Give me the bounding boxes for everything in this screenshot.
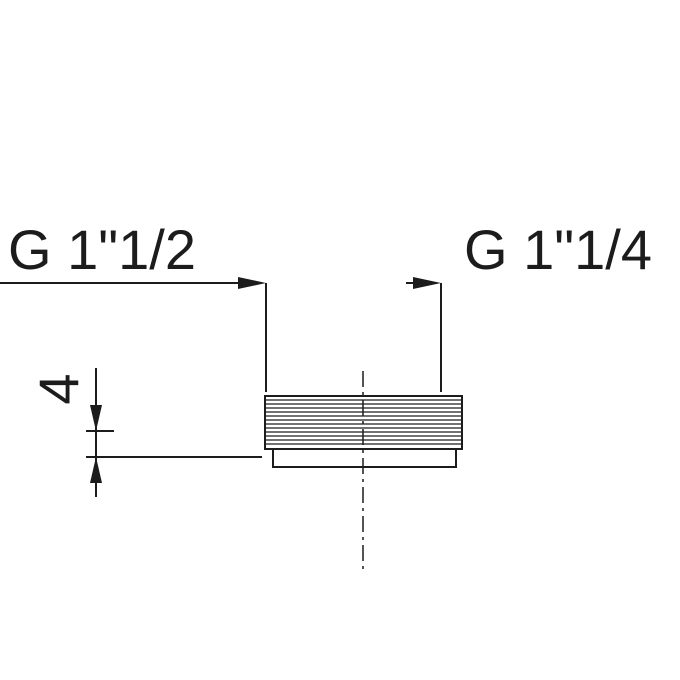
dimension-label: 4 [27,373,90,404]
leader-left [0,277,267,392]
thread-label-right: G 1"1/4 [464,218,652,281]
dimension-height: 4 [27,368,262,497]
leader-right [406,277,442,392]
arrowhead-down-icon [90,405,102,431]
thread-label-left: G 1"1/2 [8,218,196,281]
arrowhead-up-icon [90,457,102,483]
arrowhead-right-icon [413,277,441,289]
arrowhead-right-icon [238,277,266,289]
fitting-flange [272,448,457,468]
